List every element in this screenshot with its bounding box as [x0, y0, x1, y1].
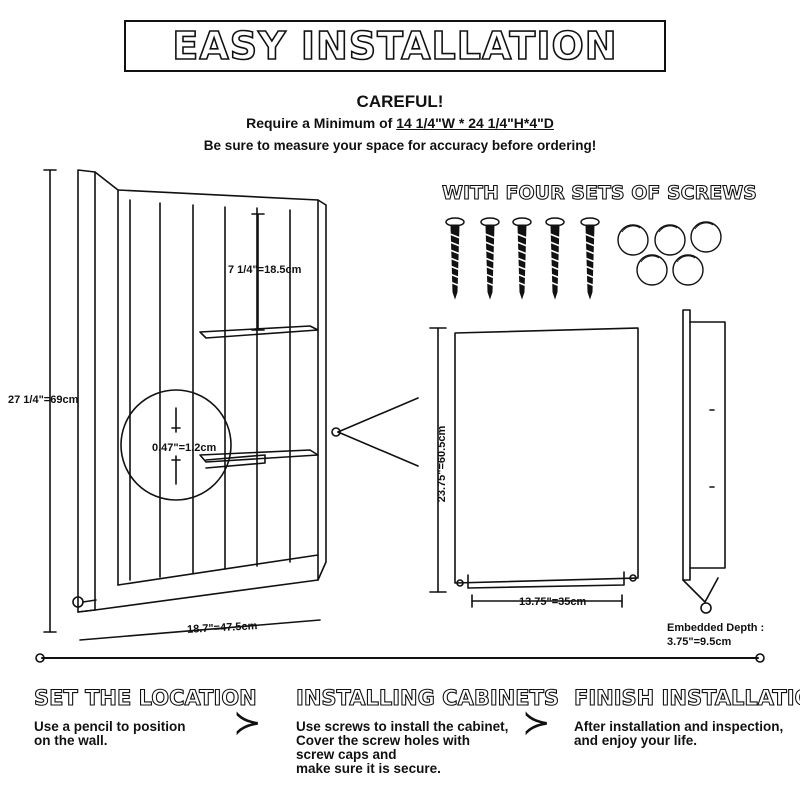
- step-2-line: screw caps and: [296, 747, 397, 762]
- shelf-thickness-label: 0.47"=1.2cm: [152, 442, 217, 454]
- front-view-outline: [429, 327, 639, 608]
- requirement-prefix: Require a Minimum of: [246, 115, 397, 131]
- step-2-title: INSTALLING CABINETS: [295, 685, 560, 710]
- screws-illustration: [445, 217, 600, 300]
- title-banner: EASY INSTALLATION: [124, 20, 666, 72]
- step-1-line: Use a pencil to position: [34, 719, 186, 734]
- step-3-title: FINISH INSTALLATION: [573, 685, 800, 710]
- step-3-line: and enjoy your life.: [574, 733, 698, 748]
- embedded-depth-value: 3.75"=9.5cm: [667, 636, 732, 648]
- size-requirement: Require a Minimum of 14 1/4"W * 24 1/4"H…: [0, 115, 800, 131]
- step-2-line: make sure it is secure.: [296, 761, 441, 776]
- embedded-depth-label: Embedded Depth :: [667, 622, 765, 634]
- step-1-title: SET THE LOCATION: [33, 685, 257, 710]
- inner-height-label: 23.75"=60.5cm: [436, 425, 449, 503]
- shelf-detail-magnifier: [120, 389, 266, 501]
- page-title: EASY INSTALLATION: [172, 23, 618, 69]
- step-3-description: After installation and inspection, and e…: [574, 720, 783, 748]
- step-2-description: Use screws to install the cabinet, Cover…: [296, 720, 508, 776]
- step-2-line: Cover the screw holes with: [296, 733, 471, 748]
- total-height-dimension: [43, 169, 57, 633]
- step-arrow-icon: ≻: [233, 704, 262, 742]
- step-1-line: on the wall.: [34, 733, 108, 748]
- step-1-description: Use a pencil to position on the wall.: [34, 720, 186, 748]
- height-total-label: 27 1/4"=69cm: [8, 394, 79, 406]
- measure-note: Be sure to measure your space for accura…: [203, 138, 597, 153]
- screw-caps-illustration: [617, 221, 722, 286]
- inner-width-label: 13.75"=35cm: [519, 596, 587, 608]
- cabinet-illustration: [72, 169, 327, 613]
- side-view-outline: [682, 309, 726, 614]
- step-3-line: After installation and inspection,: [574, 719, 784, 734]
- step-arrow-icon: ≻: [522, 704, 551, 742]
- screws-heading: WITH FOUR SETS OF SCREWS: [441, 181, 757, 204]
- requirement-dimensions: 14 1/4"W * 24 1/4"H*4"D: [396, 115, 554, 131]
- step-2-line: Use screws to install the cabinet,: [296, 719, 509, 734]
- careful-heading: CAREFUL!: [356, 92, 444, 111]
- shelf-gap-label: 7 1/4"=18.5cm: [228, 264, 302, 276]
